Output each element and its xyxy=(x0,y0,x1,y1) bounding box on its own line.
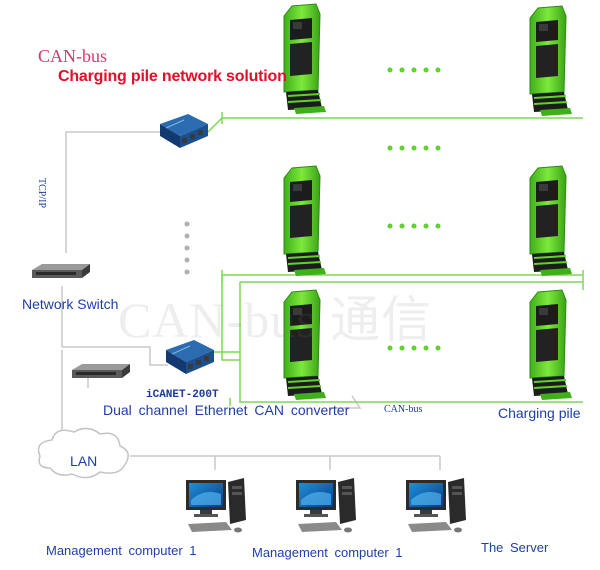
converter-model-label: iCANET-200T xyxy=(146,389,219,401)
management-computer-label: Management computer 1 xyxy=(252,545,403,560)
tcp-ip-label: TCP/IP xyxy=(36,178,47,209)
server-label: The Server xyxy=(481,540,549,555)
converter-description-label: Dual channel Ethernet CAN converter xyxy=(103,402,350,418)
can-bus-link-label: CAN-bus xyxy=(384,404,423,415)
pile-continuation-dots xyxy=(387,67,441,351)
diagram-title: Charging pile network solution xyxy=(58,68,287,85)
lan-cloud-icon xyxy=(37,427,129,479)
management-computer-label: Management computer 1 xyxy=(46,543,197,558)
charging-pile-icon xyxy=(283,3,327,115)
can-bus-lines xyxy=(207,112,584,406)
desktop-computer-icon xyxy=(186,478,246,533)
charging-pile-icon xyxy=(529,5,573,117)
watermark-text: CAN-bus 通信 xyxy=(118,292,433,348)
desktop-computer-icon xyxy=(406,478,466,533)
desktop-computer-icon xyxy=(296,478,356,533)
charging-pile-icon xyxy=(529,165,573,277)
network-switch-label: Network Switch xyxy=(22,296,119,312)
converter-continuation-dots xyxy=(184,221,190,275)
charging-pile-icon xyxy=(283,165,327,277)
charging-pile-icon xyxy=(529,289,573,401)
lan-label: LAN xyxy=(70,453,98,469)
network-switch-icon xyxy=(72,364,130,378)
network-switch-icon xyxy=(32,264,90,278)
bus-name-label: CAN-bus xyxy=(38,46,108,66)
charging-pile-label: Charging pile xyxy=(498,405,581,421)
ethernet-wiring xyxy=(61,131,441,470)
can-converter-icon xyxy=(159,113,209,149)
